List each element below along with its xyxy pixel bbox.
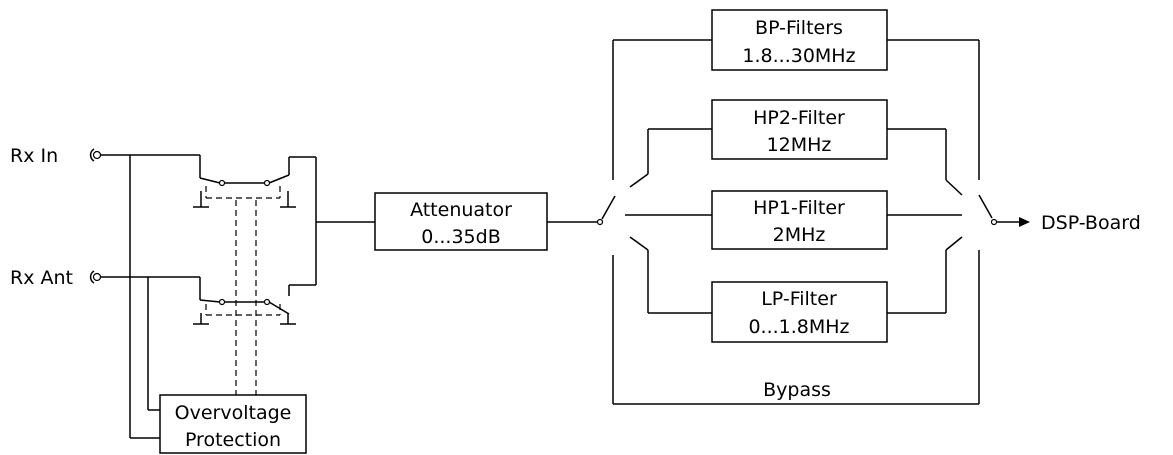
attenuator-range-label: 0...35dB xyxy=(421,226,500,248)
input-wiring xyxy=(101,154,201,439)
dsp-board-label: DSP-Board xyxy=(1041,212,1141,234)
rx-in-connector-icon xyxy=(89,148,102,162)
rx-ant-connector-icon xyxy=(89,270,102,284)
rx-ant-label: Rx Ant xyxy=(10,267,73,289)
hp2-filter-label: HP2-Filter xyxy=(753,107,845,129)
bypass-label: Bypass xyxy=(763,379,831,401)
dsp-output-arrow-icon xyxy=(996,217,1030,227)
filter-output-switch-icon xyxy=(887,39,998,404)
rx-in-label: Rx In xyxy=(10,145,58,167)
hp1-filter-block: HP1-Filter 2MHz xyxy=(711,190,888,250)
hp1-filter-cutoff-label: 2MHz xyxy=(773,224,826,246)
attenuator-block: Attenuator 0...35dB xyxy=(374,192,548,251)
hp1-filter-label: HP1-Filter xyxy=(753,197,845,219)
filter-input-switch-icon xyxy=(595,39,979,405)
protection-label: Protection xyxy=(185,429,281,451)
relay-output-wiring xyxy=(288,157,375,296)
bp-filters-block: BP-Filters 1.8...30MHz xyxy=(711,9,888,71)
lp-filter-range-label: 0...1.8MHz xyxy=(748,316,849,338)
bp-filters-label: BP-Filters xyxy=(755,17,843,39)
hp2-filter-cutoff-label: 12MHz xyxy=(767,134,832,156)
upper-relay-switch-icon xyxy=(193,156,316,208)
bp-filters-range-label: 1.8...30MHz xyxy=(742,45,855,67)
hp2-filter-block: HP2-Filter 12MHz xyxy=(711,99,888,160)
lp-filter-label: LP-Filter xyxy=(761,288,837,310)
attenuator-label: Attenuator xyxy=(410,199,512,221)
relay-control-linkage xyxy=(235,200,257,395)
lower-relay-switch-icon xyxy=(193,298,296,325)
overvoltage-label: Overvoltage xyxy=(175,402,292,424)
overvoltage-protection-block: Overvoltage Protection xyxy=(159,394,307,454)
lp-filter-block: LP-Filter 0...1.8MHz xyxy=(711,281,888,343)
